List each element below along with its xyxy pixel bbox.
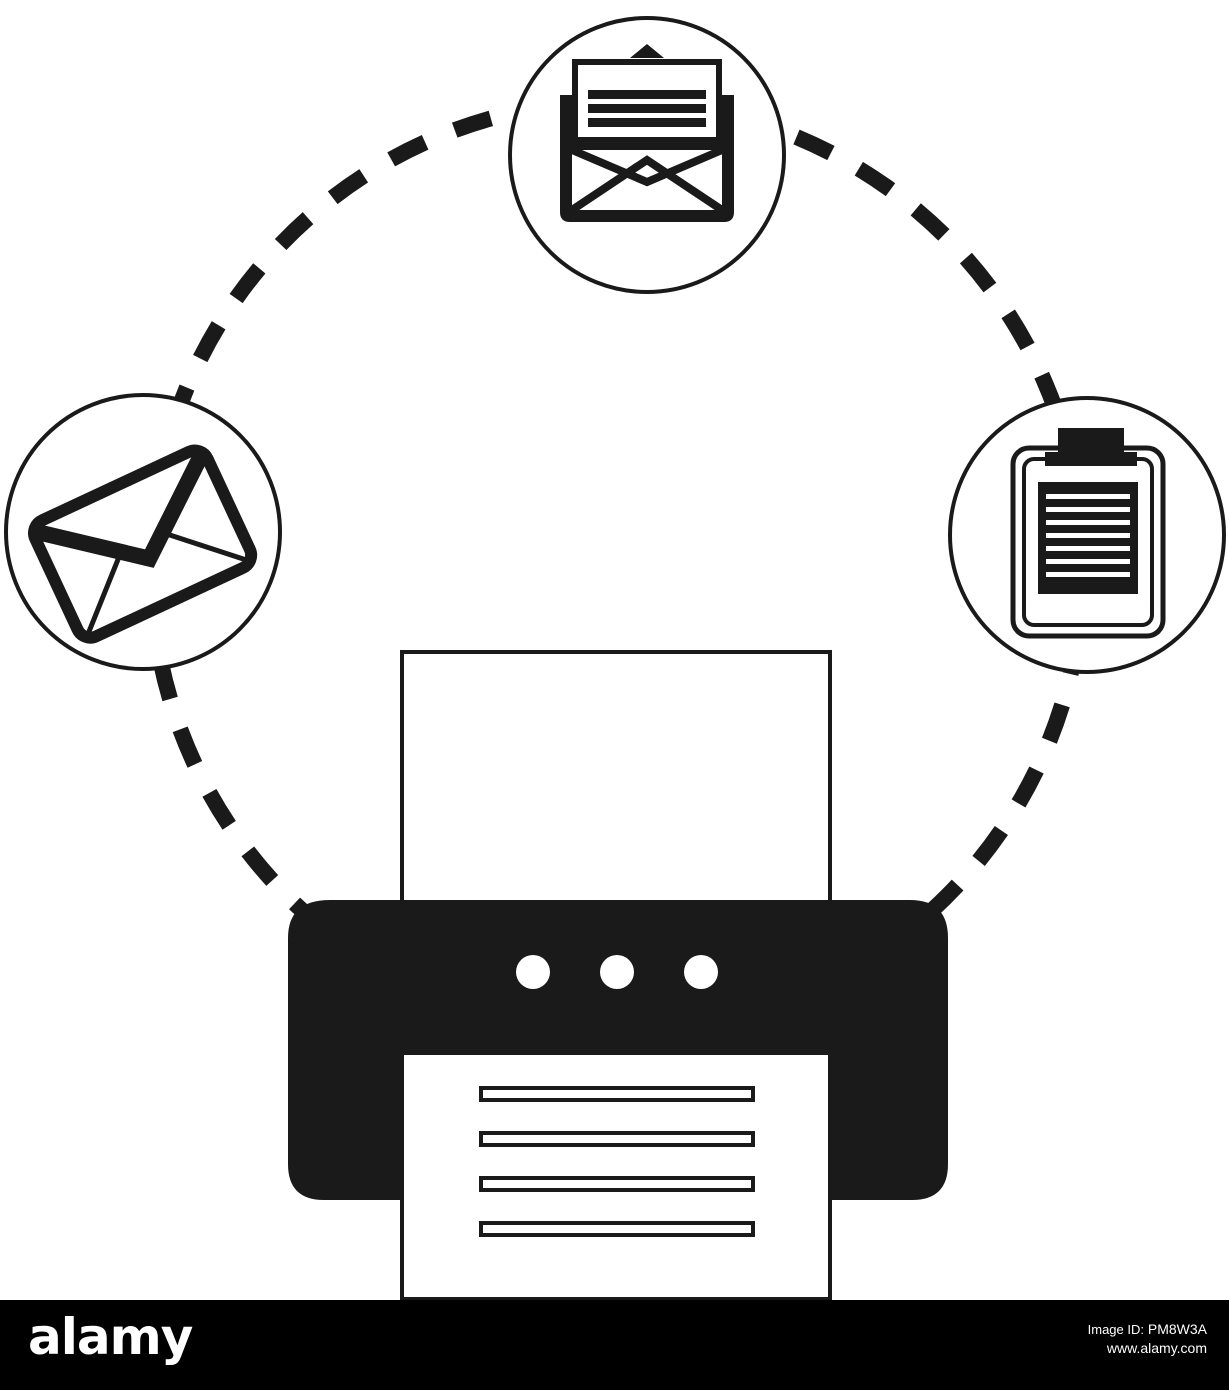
watermark-footer: alamy Image ID: PM8W3A www.alamy.com xyxy=(0,1300,1229,1390)
indicator-light xyxy=(516,955,550,989)
open-envelope-icon xyxy=(560,44,734,222)
alamy-logo: alamy xyxy=(28,1308,193,1366)
closed-envelope-icon xyxy=(28,444,258,644)
printer-network-illustration xyxy=(4,16,1226,1300)
printer-icon[interactable] xyxy=(288,650,948,1300)
open-envelope-badge[interactable] xyxy=(508,16,786,294)
image-id: PM8W3A xyxy=(1147,1321,1207,1337)
image-id-label: Image ID: xyxy=(1087,1322,1144,1337)
indicator-light xyxy=(684,955,718,989)
clipboard-badge[interactable] xyxy=(948,396,1226,674)
input-paper xyxy=(400,650,832,912)
clipboard-icon xyxy=(1010,428,1166,639)
indicator-light xyxy=(600,955,634,989)
image-meta: Image ID: PM8W3A www.alamy.com xyxy=(1088,1320,1207,1358)
closed-envelope-badge[interactable] xyxy=(4,393,282,671)
site-url: www.alamy.com xyxy=(1106,1339,1207,1356)
